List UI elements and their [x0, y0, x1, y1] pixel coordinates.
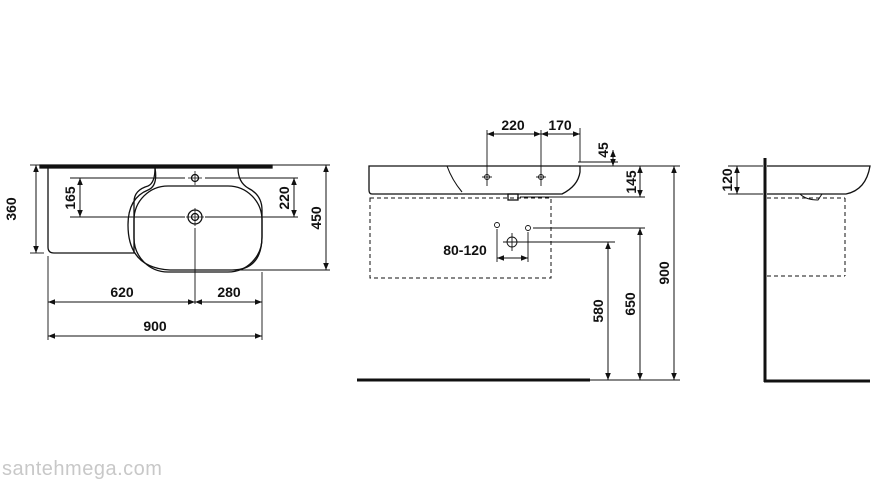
dim-waste-range: 80-120 [443, 242, 487, 258]
front-view [357, 128, 680, 382]
front-view-labels: 220 170 45 145 80-120 580 650 900 [443, 117, 672, 323]
dim-hole-spacing-1: 220 [501, 117, 525, 133]
side-view [728, 158, 871, 383]
dim-hole-spacing-2: 170 [548, 117, 572, 133]
dim-bowl-depth: 120 [719, 168, 735, 192]
top-view-bowl [133, 185, 263, 273]
dim-waste-height: 580 [590, 299, 606, 323]
dim-basin-height: 145 [623, 170, 639, 194]
dim-tap-to-drain: 220 [276, 186, 292, 210]
top-view-labels: 360 165 220 450 620 280 900 [3, 186, 324, 334]
front-view-basin [368, 165, 581, 195]
dim-rim-offset: 45 [595, 142, 611, 158]
top-view [30, 164, 330, 340]
dim-tap-offset: 165 [62, 186, 78, 210]
front-view-cabinet [369, 197, 552, 279]
dim-total-width: 900 [143, 318, 167, 334]
top-view-rim [39, 164, 273, 169]
dim-supply-height: 650 [622, 292, 638, 316]
side-view-labels: 120 [719, 168, 735, 192]
dim-drain-from-left: 620 [110, 284, 134, 300]
dim-install-height: 900 [656, 261, 672, 285]
top-view-basin-outer [127, 167, 263, 271]
side-view-basin [767, 165, 871, 195]
watermark: santehmega.com [2, 458, 163, 480]
front-view-drain-stub [507, 193, 519, 201]
dim-depth: 450 [308, 206, 324, 230]
top-view-shelf [47, 167, 156, 254]
dim-drain-from-right: 280 [217, 284, 241, 300]
dim-height-left: 360 [3, 197, 19, 221]
